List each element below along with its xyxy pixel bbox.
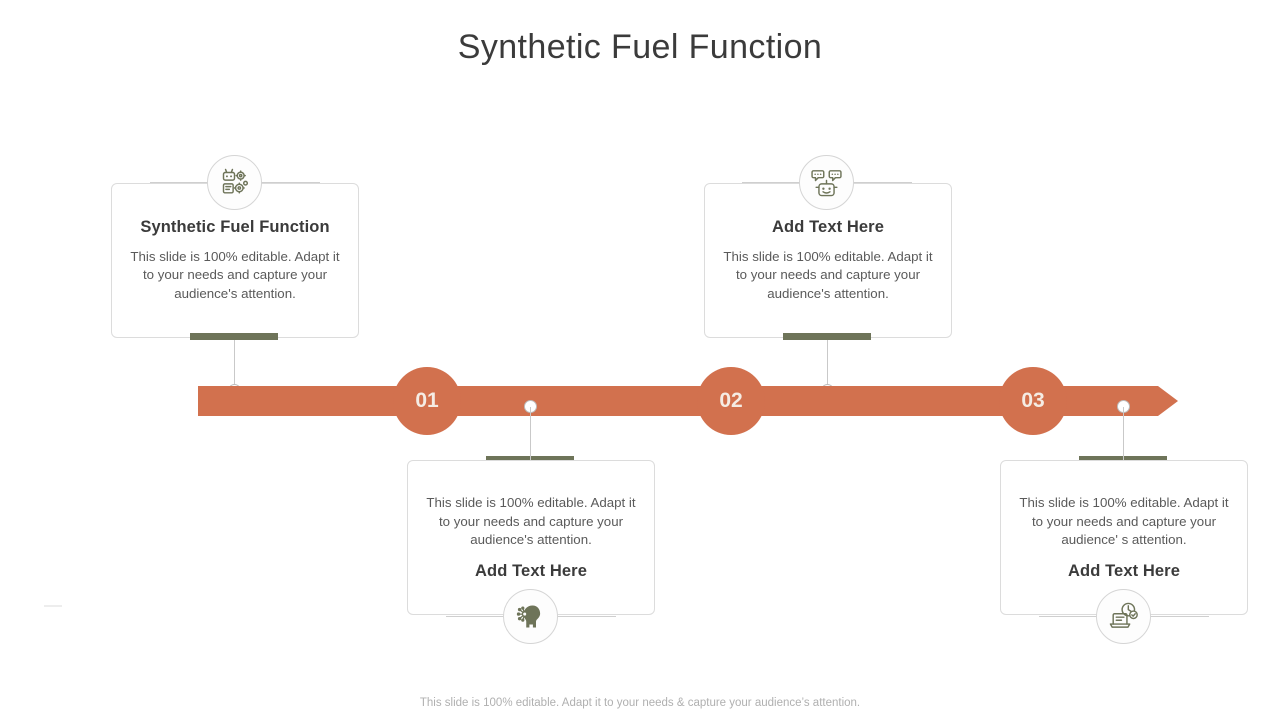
page-title: Synthetic Fuel Function (457, 28, 823, 66)
icon-badge-card-bottom-right (1096, 589, 1151, 644)
card-heading: Synthetic Fuel Function (140, 217, 330, 236)
timeline-arrow-head-icon (1158, 386, 1178, 416)
card-heading: Add Text Here (1068, 561, 1180, 580)
step-number-label: 03 (1021, 389, 1045, 412)
timeline-step-02[interactable]: 02 (697, 367, 765, 435)
connector-stem-card-bottom-left (530, 407, 531, 460)
footer-note: This slide is 100% editable. Adapt it to… (419, 697, 861, 709)
accent-bar-card-top-left (190, 333, 278, 340)
icon-badge-card-bottom-left (503, 589, 558, 644)
laptop-clock-check-icon (1109, 602, 1138, 628)
card-heading: Add Text Here (772, 217, 884, 236)
chatbot-icon (811, 170, 842, 197)
connector-stem-card-bottom-right (1123, 407, 1124, 460)
card-body: This slide is 100% editable. Adapt it to… (723, 248, 933, 301)
step-number-label: 01 (415, 389, 439, 412)
step-number-label: 02 (719, 389, 743, 412)
connector-stem-card-top-left (234, 340, 235, 388)
card-body: This slide is 100% editable. Adapt it to… (1019, 495, 1229, 548)
timeline-step-01[interactable]: 01 (393, 367, 461, 435)
card-heading: Add Text Here (475, 561, 587, 580)
accent-bar-card-top-right (783, 333, 871, 340)
card-body: This slide is 100% editable. Adapt it to… (426, 495, 636, 548)
card-bottom-right[interactable]: This slide is 100% editable. Adapt it to… (1000, 460, 1248, 615)
timeline-bar (198, 386, 1158, 416)
robot-gears-icon (222, 168, 249, 194)
head-neural-icon (516, 605, 541, 628)
card-body: This slide is 100% editable. Adapt it to… (130, 248, 340, 301)
timeline-step-03[interactable]: 03 (999, 367, 1067, 435)
corner-mark (44, 605, 62, 607)
icon-badge-card-top-left (207, 155, 262, 210)
connector-stem-card-top-right (827, 340, 828, 388)
icon-badge-card-top-right (799, 155, 854, 210)
